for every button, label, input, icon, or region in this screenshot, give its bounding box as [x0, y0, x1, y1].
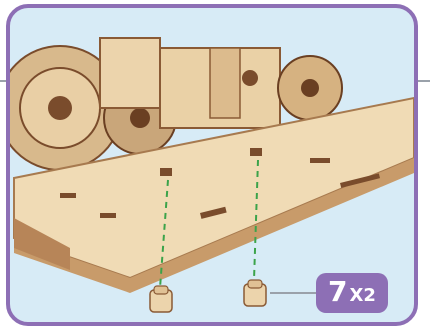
wooden-peg-left-icon: [150, 286, 172, 312]
part-quantity-badge: 7 X2: [316, 273, 388, 313]
wooden-peg-right-icon: [244, 280, 266, 306]
right-extension-line: [418, 80, 430, 82]
part-multiplier: X2: [350, 285, 376, 306]
callout-leader-line: [270, 292, 318, 294]
right-gear-icon: [278, 56, 342, 120]
part-number: 7: [328, 277, 347, 307]
